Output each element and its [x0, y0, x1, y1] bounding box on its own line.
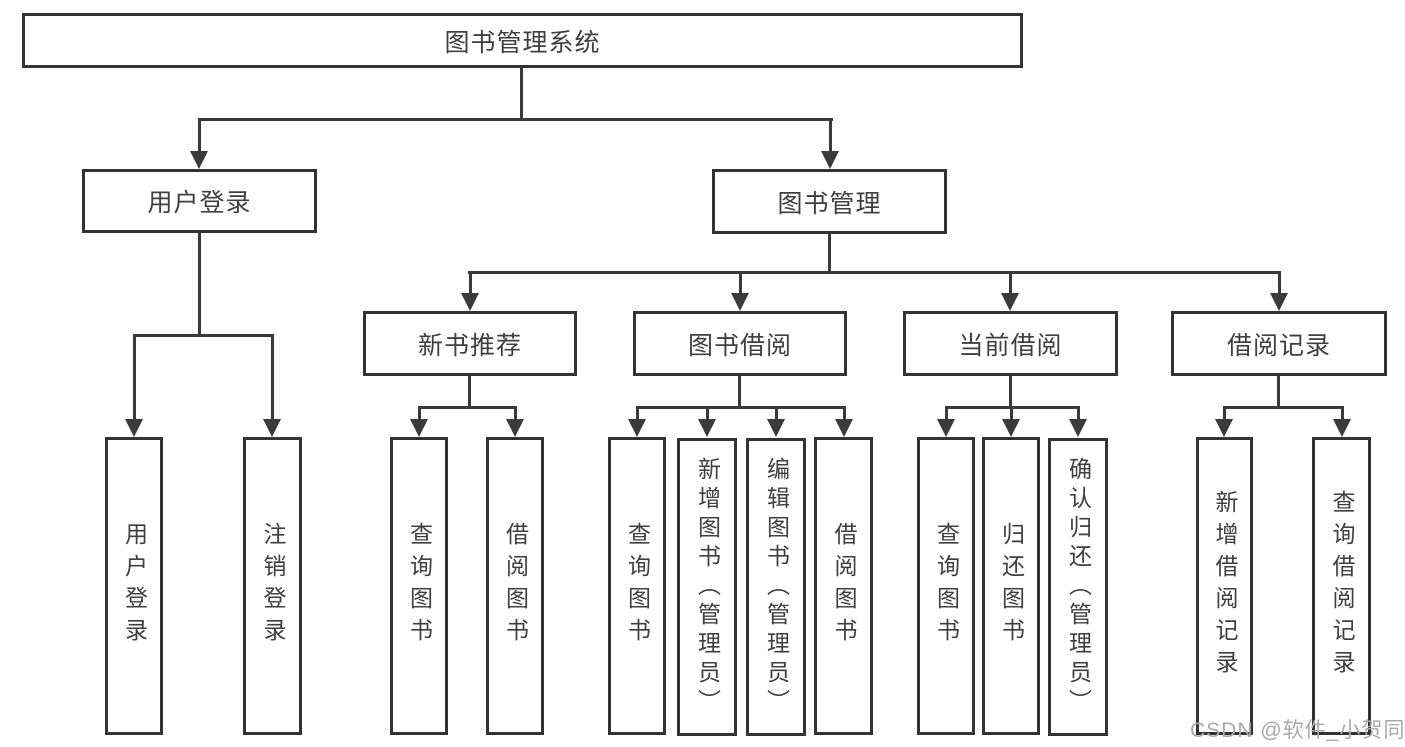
arrow-to-borrowing-records	[1270, 271, 1288, 311]
connector-book-borrowing-stem	[738, 376, 741, 409]
connector-new-book-stem	[468, 376, 471, 409]
leaf-current-query-books: 查询图书	[917, 437, 975, 735]
arrowhead-icon	[410, 419, 428, 437]
arrowhead-icon	[506, 419, 524, 437]
arrowhead-icon	[698, 419, 716, 437]
leaf-borrowing-borrow-books: 借阅图书	[814, 437, 873, 735]
leaf-records-query-borrow-record: 查询借阅记录	[1312, 437, 1371, 735]
arrow-to-new-book-recommendation	[461, 271, 479, 311]
leaf-newbook-query-books: 查询图书	[390, 437, 448, 735]
leaf-current-confirm-return-admin: 确认归还（管理员）	[1048, 438, 1108, 736]
arrowhead-icon	[1270, 293, 1288, 311]
arrowhead-icon	[767, 419, 785, 437]
leaf-borrowing-add-books-admin: 新增图书（管理员）	[677, 438, 737, 736]
connector-book-borrowing-rail	[636, 406, 846, 409]
leaf-records-add-borrow-record: 新增借阅记录	[1196, 437, 1253, 735]
leaf-borrowing-edit-books-admin: 编辑图书（管理员）	[746, 438, 806, 736]
arrowhead-icon	[835, 419, 853, 437]
arrow-to-newbook-borrow	[506, 406, 524, 437]
arrow-to-user-login	[190, 118, 208, 169]
node-user-login: 用户登录	[82, 169, 317, 233]
leaf-newbook-borrow-books: 借阅图书	[486, 437, 544, 735]
arrowhead-icon	[263, 419, 281, 437]
leaf-borrowing-query-books: 查询图书	[608, 437, 666, 735]
connector-new-book-rail	[418, 406, 517, 409]
arrow-to-newbook-query	[410, 406, 428, 437]
node-borrowing-records: 借阅记录	[1171, 311, 1387, 376]
arrowhead-icon	[461, 293, 479, 311]
leaf-current-return-books: 归还图书	[982, 437, 1040, 735]
connector-root-stem	[520, 66, 523, 120]
node-book-borrowing: 图书借阅	[633, 311, 847, 376]
connector-records-rail	[1223, 406, 1343, 409]
arrow-to-current-return	[1002, 406, 1020, 437]
arrow-to-records-query	[1333, 406, 1351, 437]
arrow-to-borrowing-add	[698, 406, 716, 437]
arrowhead-icon	[1001, 293, 1019, 311]
arrow-to-borrowing-query	[628, 406, 646, 437]
connector-current-borrowing-stem	[1009, 376, 1012, 409]
arrow-to-records-add	[1215, 406, 1233, 437]
arrow-to-current-query	[937, 406, 955, 437]
connector-current-borrowing-rail	[945, 406, 1080, 409]
arrowhead-icon	[190, 151, 208, 169]
node-root-library-management-system: 图书管理系统	[22, 13, 1023, 68]
csdn-watermark: CSDN @软件_小贺同学	[1190, 719, 1405, 742]
arrow-to-current-borrowing	[1001, 271, 1019, 311]
arrowhead-icon	[1215, 419, 1233, 437]
arrow-to-leaf-logout	[263, 334, 281, 437]
connector-level3-rail	[468, 271, 1281, 274]
arrowhead-icon	[1069, 419, 1087, 437]
arrowhead-icon	[937, 419, 955, 437]
arrow-to-book-borrowing	[731, 271, 749, 311]
connector-book-management-stem	[828, 234, 831, 274]
arrowhead-icon	[731, 293, 749, 311]
node-current-borrowing: 当前借阅	[903, 311, 1118, 376]
leaf-user-login: 用户登录	[105, 437, 163, 735]
arrowhead-icon	[1333, 419, 1351, 437]
arrow-to-borrowing-borrow	[835, 406, 853, 437]
arrow-to-book-management	[821, 118, 839, 169]
connector-records-stem	[1277, 376, 1280, 409]
connector-level2-rail	[198, 118, 833, 121]
leaf-logout: 注销登录	[243, 437, 302, 735]
arrowhead-icon	[821, 151, 839, 169]
connector-user-login-rail	[133, 334, 274, 337]
arrow-to-borrowing-edit	[767, 406, 785, 437]
node-book-management: 图书管理	[712, 169, 947, 234]
node-new-book-recommendation: 新书推荐	[363, 311, 577, 376]
connector-user-login-stem	[198, 233, 201, 337]
arrowhead-icon	[628, 419, 646, 437]
arrowhead-icon	[125, 419, 143, 437]
arrow-to-leaf-user-login	[125, 334, 143, 437]
arrowhead-icon	[1002, 419, 1020, 437]
arrow-to-current-confirm	[1069, 406, 1087, 437]
